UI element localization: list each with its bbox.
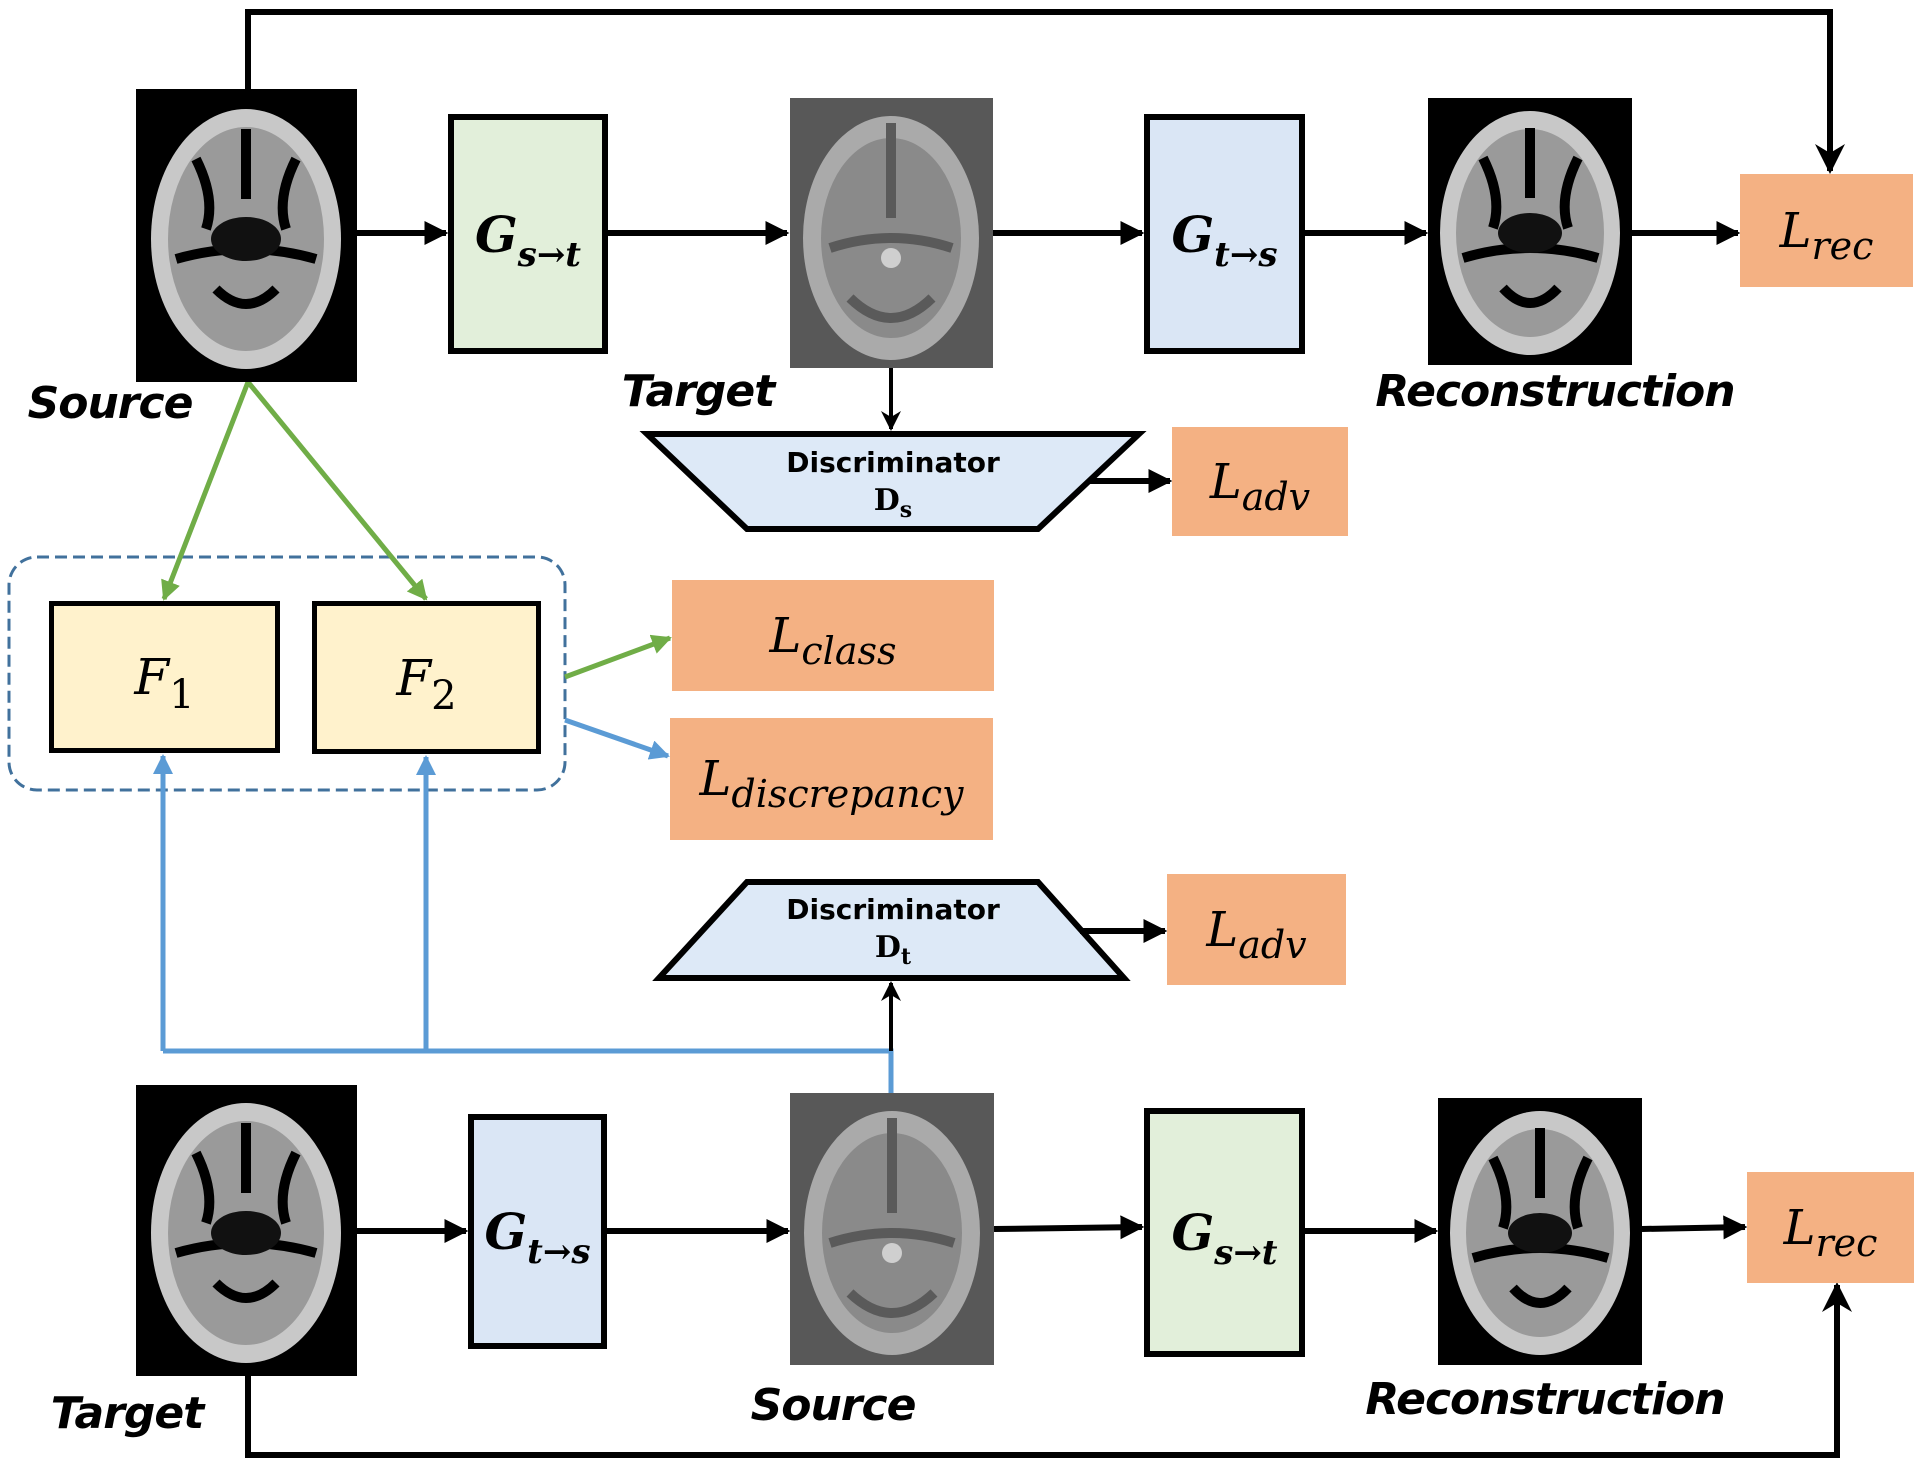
loss-class: Lclass	[672, 580, 994, 691]
generator-symbol: Gt→s	[1171, 204, 1278, 275]
discriminator-ds-label: Discriminator Ds	[786, 446, 1000, 523]
generator-s-to-t-bottom: Gs→t	[1144, 1108, 1305, 1357]
green-arrow-to-lclass	[564, 634, 672, 680]
top-source-label: Source	[27, 378, 194, 429]
generator-symbol: Gs→t	[474, 204, 582, 275]
loss-symbol: Ladv	[1209, 453, 1311, 519]
top-cycle-loop-arrow	[245, 9, 1845, 174]
source-brain-image	[136, 89, 357, 382]
loss-rec-top: Lrec	[1740, 174, 1913, 287]
loss-rec-bottom: Lrec	[1747, 1172, 1914, 1283]
arrow-source-to-gst-bottom	[993, 1215, 1145, 1240]
classifier-group-outline	[7, 555, 567, 792]
generator-s-to-t-top: Gs→t	[448, 114, 608, 354]
bottom-source-label: Source	[750, 1380, 917, 1431]
brain-mri-icon	[804, 1111, 980, 1355]
brain-mri-icon	[151, 1103, 341, 1363]
source-brain-image-bottom	[790, 1093, 994, 1365]
brain-mri-icon	[1450, 1111, 1630, 1355]
target-brain-image	[790, 98, 993, 368]
reconstruction-brain-image-bottom	[1438, 1098, 1642, 1365]
brain-mri-icon	[151, 109, 341, 369]
green-arrow-source-to-f2	[246, 380, 428, 601]
loss-adv-bottom: Ladv	[1167, 874, 1346, 985]
discriminator-dt-label: Discriminator Dt	[786, 893, 1000, 970]
loss-discrepancy: Ldiscrepancy	[670, 718, 993, 840]
loss-symbol: Lrec	[1779, 202, 1874, 268]
top-reconstruction-label: Reconstruction	[1375, 366, 1735, 417]
brain-mri-icon	[803, 116, 979, 360]
reconstruction-brain-image-top	[1428, 98, 1632, 365]
generator-t-to-s-top: Gt→s	[1144, 114, 1305, 354]
blue-arrow-to-ldiscrepancy	[564, 717, 670, 760]
bottom-reconstruction-label: Reconstruction	[1365, 1374, 1725, 1425]
green-arrow-source-to-f1	[161, 381, 251, 601]
bottom-cycle-loop-arrow	[245, 1282, 1852, 1458]
arrow-reconstruction-to-lrec-bottom	[1641, 1215, 1748, 1240]
top-target-label: Target	[621, 366, 776, 417]
generator-t-to-s-bottom: Gt→s	[468, 1114, 607, 1349]
brain-mri-icon	[1440, 111, 1620, 355]
loss-adv-top: Ladv	[1172, 427, 1348, 536]
bottom-target-label: Target	[50, 1388, 205, 1439]
classifier-f2: F2	[312, 601, 541, 754]
classifier-f1: F1	[49, 601, 280, 753]
discriminator-dt-shape	[652, 879, 1131, 981]
discriminator-ds-shape	[639, 431, 1147, 532]
target-brain-image-bottom	[136, 1085, 357, 1376]
